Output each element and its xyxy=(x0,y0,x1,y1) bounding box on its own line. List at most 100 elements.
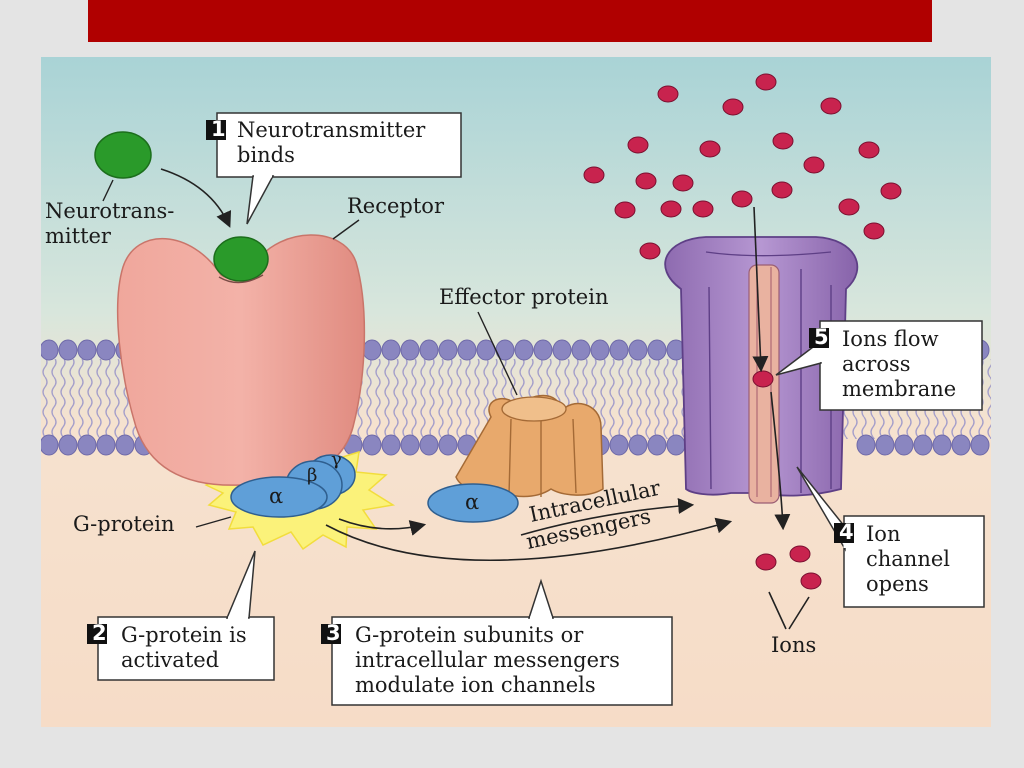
neurotransmitter-label-line1: Neurotrans- xyxy=(45,199,174,223)
beta-label: β xyxy=(307,465,317,486)
step-3-number: 3 xyxy=(326,621,341,645)
step-4-line1: Ion xyxy=(866,522,900,546)
phospholipid-head xyxy=(400,434,420,456)
ion xyxy=(863,222,885,240)
binding-arrow xyxy=(160,168,232,228)
ions-pointer xyxy=(768,591,810,630)
ion xyxy=(722,98,744,116)
phospholipid-head xyxy=(951,434,971,456)
ion-in-pore xyxy=(752,370,774,388)
gprotein-to-channel-arrow xyxy=(325,517,733,562)
free-neurotransmitter xyxy=(94,131,152,179)
gamma-label: γ xyxy=(331,449,342,470)
free-alpha-subunit xyxy=(427,483,519,523)
step-2-callout: 2 G-protein is activated xyxy=(87,550,275,681)
g-protein-label: G-protein xyxy=(73,512,175,536)
g-protein-signaling-diagram: α β γ α Neurotrans- mitter Receptor Effe… xyxy=(39,57,991,727)
phospholipid-head xyxy=(39,339,59,361)
effector-protein-label: Effector protein xyxy=(439,285,608,309)
step-2-line1: G-protein is xyxy=(121,623,247,647)
ion xyxy=(755,73,777,91)
step-1-line2: binds xyxy=(237,143,295,167)
ion xyxy=(635,172,657,190)
messenger-arrow xyxy=(520,498,695,536)
phospholipid-head xyxy=(419,339,439,361)
alpha-label: α xyxy=(269,484,283,508)
step-4-callout: 4 Ion channel opens xyxy=(796,466,985,608)
phospholipid-head xyxy=(419,434,439,456)
phospholipid-head xyxy=(894,434,914,456)
step-5-line3: membrane xyxy=(842,377,956,401)
step-4-line2: channel xyxy=(866,547,950,571)
phospholipid-head xyxy=(96,339,116,361)
phospholipid-head xyxy=(533,339,553,361)
phospholipid-head xyxy=(39,434,59,456)
phospholipid-head xyxy=(856,434,876,456)
step-2-line2: activated xyxy=(121,648,219,672)
phospholipid-head xyxy=(438,434,458,456)
intracellular-ions xyxy=(755,545,822,590)
step-4-number: 4 xyxy=(839,520,854,544)
ion xyxy=(771,181,793,199)
ion xyxy=(627,136,649,154)
step-4-line3: opens xyxy=(866,572,929,596)
phospholipid-head xyxy=(647,339,667,361)
step-5-callout: 5 Ions flow across membrane xyxy=(775,320,983,411)
phospholipid-head xyxy=(381,434,401,456)
ion xyxy=(614,201,636,219)
phospholipid-head xyxy=(77,339,97,361)
phospholipid-head xyxy=(552,339,572,361)
step-1-callout: 1 Neurotransmitter binds xyxy=(206,112,462,225)
phospholipid-head xyxy=(571,339,591,361)
phospholipid-head xyxy=(58,339,78,361)
phospholipid-head xyxy=(115,434,135,456)
step-1-number: 1 xyxy=(211,117,226,141)
title-bar xyxy=(88,0,932,42)
phospholipid-head xyxy=(932,434,952,456)
phospholipid-head xyxy=(913,434,933,456)
phospholipid-head xyxy=(381,339,401,361)
ion xyxy=(583,166,605,184)
ion xyxy=(692,200,714,218)
phospholipid-head xyxy=(438,339,458,361)
receptor-label: Receptor xyxy=(347,194,445,218)
ion xyxy=(639,242,661,260)
ion xyxy=(672,174,694,192)
alpha-to-effector-arrow xyxy=(338,518,427,536)
phospholipid-head xyxy=(77,434,97,456)
ion xyxy=(660,200,682,218)
step-5-number: 5 xyxy=(814,325,829,349)
phospholipid-head xyxy=(362,434,382,456)
step-3-line1: G-protein subunits or xyxy=(355,623,584,647)
effector-protein xyxy=(455,394,604,498)
step-5-line1: Ions flow xyxy=(842,327,939,351)
bound-neurotransmitter xyxy=(213,236,269,282)
ion xyxy=(820,97,842,115)
phospholipid-head xyxy=(609,339,629,361)
phospholipid-head xyxy=(400,339,420,361)
ion xyxy=(803,156,825,174)
ion xyxy=(838,198,860,216)
step-5-line2: across xyxy=(842,352,911,376)
phospholipid-head xyxy=(590,339,610,361)
free-alpha-label: α xyxy=(465,490,479,514)
phospholipid-head xyxy=(647,434,667,456)
ion-flow-arrow-in xyxy=(752,206,769,373)
ion xyxy=(880,182,902,200)
phospholipid-head xyxy=(96,434,116,456)
ion xyxy=(657,85,679,103)
phospholipid-head xyxy=(476,339,496,361)
phospholipid-head xyxy=(457,339,477,361)
phospholipid-head xyxy=(970,434,990,456)
phospholipid-head xyxy=(58,434,78,456)
step-2-number: 2 xyxy=(92,621,107,645)
phospholipid-head xyxy=(628,339,648,361)
ion-flow-arrow-out xyxy=(770,391,791,531)
ion xyxy=(772,132,794,150)
ion xyxy=(858,141,880,159)
step-3-line2: intracellular messengers xyxy=(355,648,620,672)
phospholipid-head xyxy=(875,434,895,456)
phospholipid-head xyxy=(666,434,686,456)
phospholipid-head xyxy=(362,339,382,361)
phospholipid-head xyxy=(628,434,648,456)
